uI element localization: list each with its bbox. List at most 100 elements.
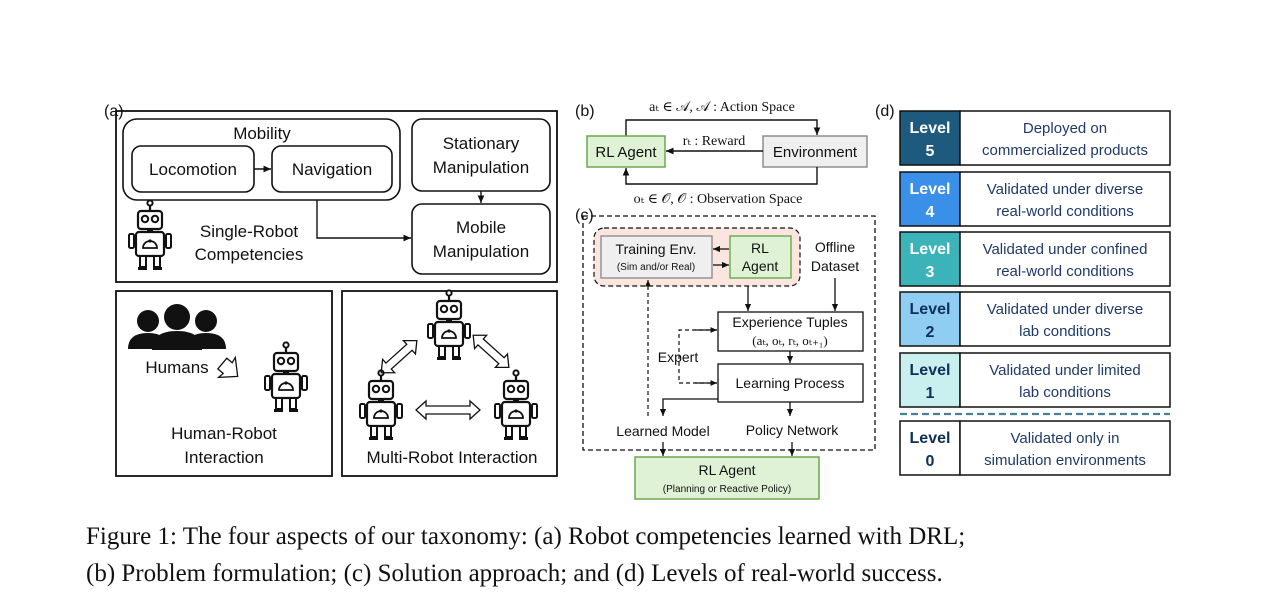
hri-frame <box>115 290 333 477</box>
level-description-line-1: Deployed on <box>1023 120 1107 137</box>
stationary-box <box>411 118 551 192</box>
level-description-line-1: Validated under confined <box>983 241 1148 258</box>
environment-box <box>762 135 868 168</box>
solution-frame <box>582 215 876 451</box>
robot-icon <box>263 341 309 414</box>
rl-agent-inner-box <box>729 235 792 279</box>
learning-to-model-arrow <box>659 398 718 416</box>
level-number: 5 <box>926 143 935 160</box>
robot-icon <box>493 369 539 442</box>
level-description-line-1: Validated under diverse <box>987 181 1144 198</box>
stationary-label-2: Manipulation <box>433 158 529 177</box>
panel-a: (a) Mobility Locomotion Navigation Stati… <box>104 103 558 477</box>
hri-label-1: Human-Robot <box>171 424 277 443</box>
action-arrow <box>625 119 821 136</box>
final-rl-agent-box <box>634 456 820 500</box>
level-row: Level 5 Deployed on commercialized products <box>899 110 1171 166</box>
level-row: Level 4 Validated under diverse real-world … <box>899 171 1171 227</box>
rl-agent-box <box>586 135 666 168</box>
single-robot-label-2: Competencies <box>195 245 304 264</box>
level-label: Level <box>910 301 951 318</box>
experience-tuples-label-1: Experience Tuples <box>732 314 847 330</box>
multi-robot-arrows <box>380 334 510 421</box>
level-number: 3 <box>926 264 935 281</box>
panel-b: (b) aₜ ∈ 𝒜, 𝒜 : Action Space RL Agent En… <box>575 100 868 207</box>
training-env-box <box>600 235 713 279</box>
level-badge <box>899 291 961 347</box>
level-description-line-1: Validated only in <box>1011 430 1120 447</box>
mobile-label-2: Manipulation <box>433 242 529 261</box>
level-description-box <box>959 231 1171 287</box>
panel-d: (d) Level 5 Deployed on commercialized prod… <box>875 103 1171 476</box>
humans-label: Humans <box>145 358 208 377</box>
rl-agent-inner-label-1: RL <box>751 240 769 256</box>
policy-network-label: Policy Network <box>746 422 840 438</box>
navigation-label: Navigation <box>292 160 372 179</box>
panel-d-tag: (d) <box>875 103 895 120</box>
hri-label-2: Interaction <box>184 448 263 467</box>
locomotion-label: Locomotion <box>149 160 237 179</box>
learning-process-box <box>717 363 864 403</box>
level-label: Level <box>910 362 951 379</box>
human-robot-double-arrow <box>216 355 239 379</box>
level-description-box <box>959 420 1171 476</box>
level-badge <box>899 110 961 166</box>
multi-robot-label: Multi-Robot Interaction <box>366 448 537 467</box>
level-description-box <box>959 110 1171 166</box>
level-description-line-2: real-world conditions <box>996 203 1134 220</box>
caption-line-1: Figure 1: The four aspects of our taxono… <box>86 523 966 550</box>
level-description-box <box>959 171 1171 227</box>
rl-agent-label: RL Agent <box>595 144 657 161</box>
single-robot-label-1: Single-Robot <box>200 222 299 241</box>
level-label: Level <box>910 120 951 137</box>
rl-agent-inner-label-2: Agent <box>742 258 779 274</box>
robot-icon <box>358 369 404 442</box>
level-description-box <box>959 352 1171 408</box>
level-number: 2 <box>926 324 935 341</box>
final-rl-agent-label-1: RL Agent <box>698 462 755 478</box>
offline-dataset-label-1: Offline <box>815 239 855 255</box>
level-label: Level <box>910 181 951 198</box>
level-badge <box>899 231 961 287</box>
level-badge <box>899 420 961 476</box>
level-description-line-1: Validated under limited <box>989 362 1140 379</box>
reward-label: rₜ : Reward <box>683 134 746 149</box>
level-description-line-2: lab conditions <box>1019 384 1111 401</box>
robot-icon <box>127 199 173 272</box>
final-rl-agent-label-2: (Planning or Reactive Policy) <box>663 484 791 495</box>
panel-b-tag: (b) <box>575 103 595 120</box>
training-env-label-2: (Sim and/or Real) <box>617 262 695 273</box>
level-row: Level 3 Validated under confined real-world… <box>899 231 1171 287</box>
level-description-line-2: real-world conditions <box>996 263 1134 280</box>
offline-dataset-label-2: Dataset <box>811 258 859 274</box>
level-label: Level <box>910 241 951 258</box>
level-description-box <box>959 291 1171 347</box>
robot-icon <box>426 289 472 362</box>
single-robot-frame <box>115 110 558 283</box>
level-label: Level <box>910 430 951 447</box>
environment-label: Environment <box>773 144 858 161</box>
experience-tuples-box <box>717 311 864 352</box>
learning-process-label: Learning Process <box>736 375 845 391</box>
stationary-label-1: Stationary <box>443 134 520 153</box>
level-badge <box>899 352 961 408</box>
expert-label: Expert <box>658 349 699 365</box>
mobile-box <box>411 203 551 275</box>
level-description-line-1: Validated under diverse <box>987 301 1144 318</box>
mobility-label: Mobility <box>233 124 291 143</box>
navigation-to-mobile-arrow <box>316 200 411 242</box>
levels-list: Level 5 Deployed on commercialized products… <box>899 110 1171 476</box>
level-description-line-2: simulation environments <box>984 452 1146 469</box>
level-description-line-2: commercialized products <box>982 142 1148 159</box>
expert-loop <box>678 329 717 384</box>
level-number: 4 <box>926 204 935 221</box>
figure-caption: Figure 1: The four aspects of our taxono… <box>86 518 1206 592</box>
training-env-label-1: Training Env. <box>616 241 697 257</box>
learned-model-label: Learned Model <box>616 423 709 439</box>
caption-line-2: (b) Problem formulation; (c) Solution ap… <box>86 560 943 587</box>
panel-c: (c) Training Env. (Sim and/or Real) RL A… <box>575 207 876 500</box>
